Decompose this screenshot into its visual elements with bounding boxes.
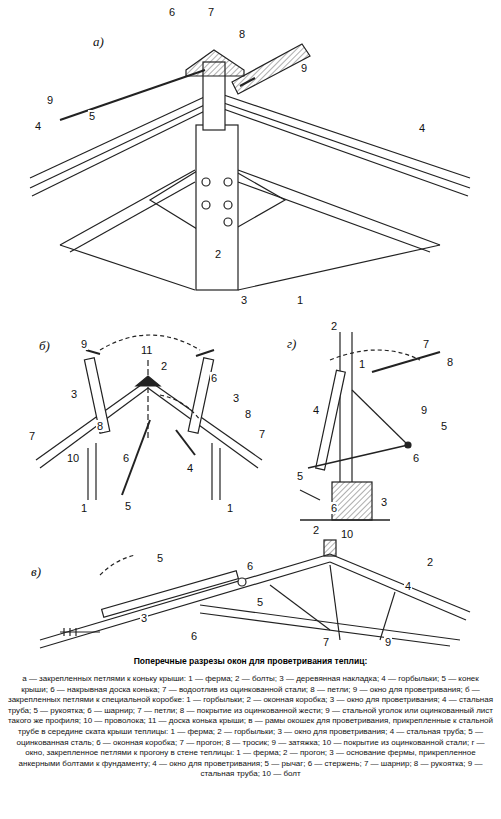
callout-number: 4 bbox=[418, 122, 426, 134]
callout-number: 7 bbox=[207, 6, 215, 18]
callout-number: 11 bbox=[140, 344, 153, 356]
panel-letter: а) bbox=[92, 36, 105, 48]
figure-caption: а — закрепленных петлями к коньку крыши:… bbox=[8, 674, 493, 780]
callout-number: 2 bbox=[426, 556, 434, 568]
panel-g-drawing bbox=[300, 332, 440, 520]
callout-number: 9 bbox=[420, 404, 428, 416]
callout-number: 6 bbox=[330, 502, 338, 514]
panel-v-drawing bbox=[40, 540, 470, 648]
panel-letter: г) bbox=[286, 338, 297, 350]
callout-number: 6 bbox=[246, 560, 254, 572]
panel-a-drawing bbox=[30, 44, 470, 290]
callout-number: 1 bbox=[358, 358, 366, 370]
callout-number: 5 bbox=[124, 500, 132, 512]
callout-number: 3 bbox=[70, 388, 78, 400]
callout-number: 4 bbox=[34, 120, 42, 132]
callout-number: 2 bbox=[312, 524, 320, 536]
callout-number: 9 bbox=[384, 636, 392, 648]
callout-number: 9 bbox=[300, 62, 308, 74]
callout-number: 2 bbox=[160, 360, 168, 372]
callout-number: 5 bbox=[156, 552, 164, 564]
callout-number: 3 bbox=[140, 612, 148, 624]
callout-number: 3 bbox=[380, 496, 388, 508]
callout-number: 5 bbox=[296, 470, 304, 482]
panel-letter: в) bbox=[30, 566, 42, 578]
callout-number: 4 bbox=[312, 404, 320, 416]
callout-number: 9 bbox=[80, 338, 88, 350]
callout-number: 8 bbox=[244, 408, 252, 420]
callout-number: 6 bbox=[412, 452, 420, 464]
callout-number: 10 bbox=[66, 452, 80, 464]
callout-number: 1 bbox=[80, 502, 88, 514]
callout-number: 8 bbox=[446, 356, 454, 368]
callout-number: 6 bbox=[168, 6, 176, 18]
callout-number: 6 bbox=[122, 452, 130, 464]
callout-number: 3 bbox=[232, 392, 240, 404]
callout-number: 1 bbox=[226, 502, 234, 514]
callout-number: 8 bbox=[96, 420, 104, 432]
callout-number: 7 bbox=[322, 636, 330, 648]
callout-number: 2 bbox=[214, 248, 222, 260]
callout-number: 7 bbox=[258, 428, 266, 440]
callout-number: 6 bbox=[210, 372, 218, 384]
callout-number: 6 bbox=[190, 630, 198, 642]
callout-number: 5 bbox=[440, 420, 448, 432]
callout-number: 5 bbox=[88, 110, 96, 122]
callout-number: 10 bbox=[340, 528, 354, 540]
panel-letter: б) bbox=[38, 340, 51, 352]
panel-b-drawing bbox=[36, 335, 262, 500]
callout-number: 3 bbox=[240, 294, 248, 306]
callout-number: 7 bbox=[422, 338, 430, 350]
callout-number: 9 bbox=[46, 94, 54, 106]
callout-number: 4 bbox=[186, 462, 194, 474]
callout-number: 7 bbox=[28, 430, 36, 442]
callout-number: 1 bbox=[296, 294, 304, 306]
callout-number: 8 bbox=[238, 28, 246, 40]
diagram-title: Поперечные разрезы окон для проветривани… bbox=[0, 656, 501, 666]
callout-number: 4 bbox=[404, 580, 412, 592]
callout-number: 2 bbox=[330, 320, 338, 332]
callout-number: 5 bbox=[256, 596, 264, 608]
